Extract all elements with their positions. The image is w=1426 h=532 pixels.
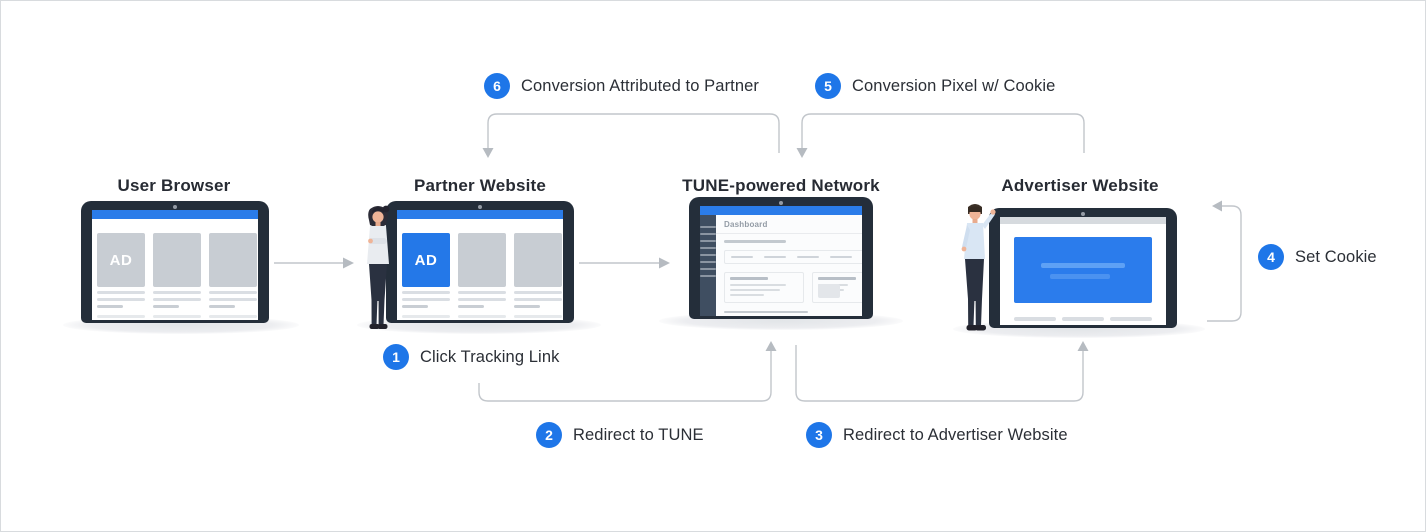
text-line: [153, 315, 201, 318]
ad-label: AD: [414, 251, 438, 269]
hero-text-line: [1050, 274, 1110, 279]
step-number-badge: 2: [536, 422, 562, 448]
tune-network-laptop: Dashboard: [689, 197, 873, 319]
text-line: [97, 298, 145, 301]
arrowhead-down: [482, 148, 494, 158]
text-line: [1110, 317, 1152, 321]
ad-label: AD: [109, 251, 133, 269]
ad-card-blue: AD: [402, 233, 450, 287]
step-number-badge: 6: [484, 73, 510, 99]
browser-topbar: [397, 210, 563, 219]
text-line: [514, 298, 562, 301]
text-line: [1014, 317, 1056, 321]
partner-website-laptop: AD: [386, 201, 574, 323]
arrow-conversion-attributed: [487, 113, 780, 153]
user-browser-laptop: AD: [81, 201, 269, 323]
arrowhead-left: [1212, 200, 1222, 212]
step-number-badge: 4: [1258, 244, 1284, 270]
text-line: [514, 305, 540, 308]
content-card: [209, 233, 257, 287]
step-conversion-attributed: 6 Conversion Attributed to Partner: [484, 73, 759, 99]
laptop-camera-dot: [173, 205, 177, 209]
text-line: [514, 291, 562, 294]
arrow-set-cookie: [1207, 205, 1242, 322]
text-line: [209, 315, 257, 318]
arrowhead-up: [1077, 341, 1089, 351]
step-set-cookie: 4 Set Cookie: [1258, 244, 1377, 270]
text-line: [209, 305, 235, 308]
laptop-camera-dot: [779, 201, 783, 205]
text-line: [209, 298, 257, 301]
text-line: [458, 305, 484, 308]
step-number-badge: 1: [383, 344, 409, 370]
content-card: [153, 233, 201, 287]
text-line: [97, 305, 123, 308]
section-title-line: [724, 240, 786, 243]
text-line: [153, 298, 201, 301]
man-illustration: [961, 204, 996, 331]
step-click-tracking-link: 1 Click Tracking Link: [383, 344, 559, 370]
arrow-redirect-to-tune: [478, 351, 772, 402]
tune-dashboard-content: Dashboard: [716, 215, 862, 316]
text-line: [1062, 317, 1104, 321]
step-label: Click Tracking Link: [420, 347, 560, 366]
partner-website-screen: AD: [397, 210, 563, 320]
text-line: [97, 315, 145, 318]
content-card: [458, 233, 506, 287]
content-card: [514, 233, 562, 287]
text-line: [402, 291, 450, 294]
step-label: Redirect to Advertiser Website: [843, 425, 1068, 444]
step-number-badge: 5: [815, 73, 841, 99]
step-redirect-to-advertiser: 3 Redirect to Advertiser Website: [806, 422, 1068, 448]
advertiser-website-screen: [1000, 217, 1166, 325]
arrow-conversion-pixel: [801, 113, 1085, 153]
step-redirect-to-tune: 2 Redirect to TUNE: [536, 422, 704, 448]
arrowhead-up: [765, 341, 777, 351]
tune-dashboard-title: Dashboard: [724, 220, 768, 229]
text-line: [514, 315, 562, 318]
text-line: [402, 298, 450, 301]
ad-card: AD: [97, 233, 145, 287]
woman-illustration: [367, 205, 390, 329]
arrowhead-right: [659, 257, 670, 269]
step-conversion-pixel: 5 Conversion Pixel w/ Cookie: [815, 73, 1055, 99]
tune-sidebar: [700, 215, 716, 316]
arrowhead-right: [343, 257, 354, 269]
table-section: [724, 310, 862, 317]
hero-text-line: [1041, 263, 1125, 268]
step-label: Conversion Attributed to Partner: [521, 76, 759, 95]
arrowhead-down: [796, 148, 808, 158]
app-topbar: [700, 206, 862, 215]
laptop-camera-dot: [478, 205, 482, 209]
browser-topbar: [1000, 217, 1166, 224]
node-title-user-browser: User Browser: [117, 176, 231, 195]
user-browser-screen: AD: [92, 210, 258, 320]
browser-topbar: [92, 210, 258, 219]
filter-row: [724, 250, 862, 264]
stats-panel: [812, 272, 862, 303]
node-title-tune-network: TUNE-powered Network: [682, 176, 880, 195]
text-line: [458, 298, 506, 301]
arrow-redirect-to-advertiser: [795, 345, 1084, 402]
node-title-partner-website: Partner Website: [413, 176, 547, 195]
tune-dashboard-screen: Dashboard: [700, 206, 862, 316]
step-label: Conversion Pixel w/ Cookie: [852, 76, 1056, 95]
stats-panel: [724, 272, 804, 303]
text-line: [209, 291, 257, 294]
step-number-badge: 3: [806, 422, 832, 448]
step-label: Set Cookie: [1295, 247, 1377, 266]
text-line: [97, 291, 145, 294]
text-line: [458, 315, 506, 318]
text-line: [153, 291, 201, 294]
advertiser-hero-banner: [1014, 237, 1152, 303]
advertiser-website-laptop: [989, 208, 1177, 328]
text-line: [153, 305, 179, 308]
text-line: [402, 315, 450, 318]
text-line: [458, 291, 506, 294]
laptop-camera-dot: [1081, 212, 1085, 216]
step-label: Redirect to TUNE: [573, 425, 704, 444]
node-title-advertiser-website: Advertiser Website: [1001, 176, 1159, 195]
text-line: [402, 305, 428, 308]
